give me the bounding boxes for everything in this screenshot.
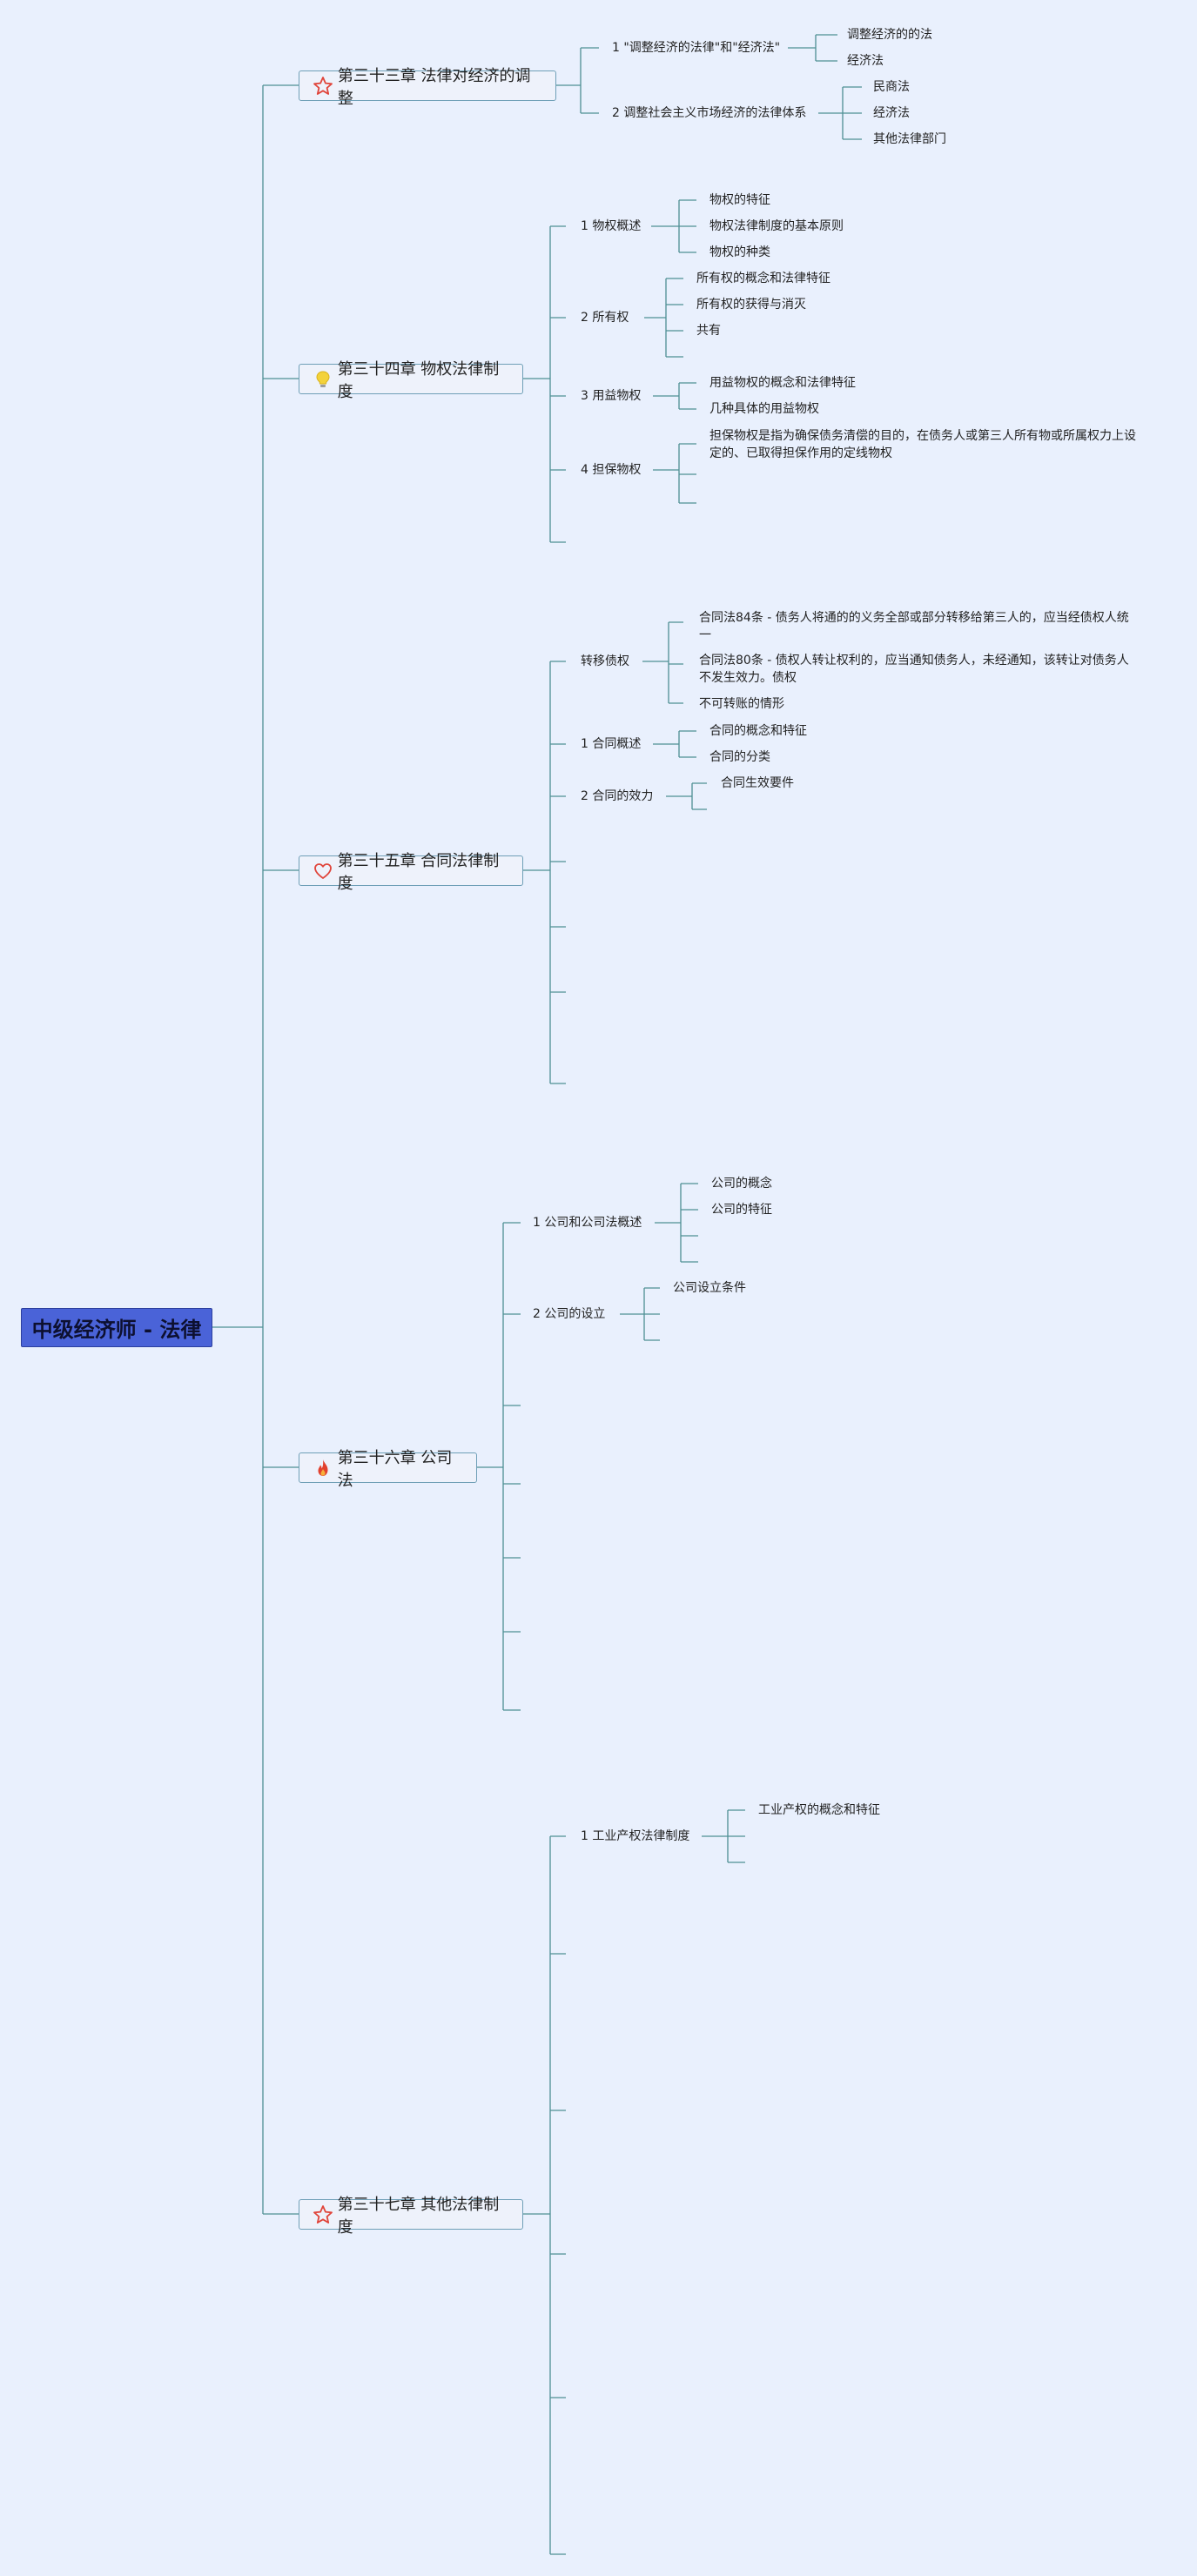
leaf-item[interactable]: 其他法律部门 xyxy=(873,132,946,146)
leaf-item[interactable]: 不可转账的情形 xyxy=(699,697,784,711)
leaf-item[interactable]: 民商法 xyxy=(873,80,910,94)
chapter-title: 第三十三章 法律对经济的调整 xyxy=(337,66,531,108)
leaf-item[interactable]: 物权的种类 xyxy=(709,245,770,259)
chapter-title: 第三十四章 物权法律制度 xyxy=(337,359,500,401)
section-label[interactable]: 1 工业产权法律制度 xyxy=(581,1829,690,1843)
section-label[interactable]: 1 合同概述 xyxy=(581,737,642,751)
leaf-item[interactable]: 用益物权的概念和法律特征 xyxy=(709,376,856,390)
leaf-item[interactable]: 物权法律制度的基本原则 xyxy=(709,219,844,233)
leaf-item[interactable]: 合同法84条 - 债务人将通的的义务全部或部分转移给第三人的，应当经债权人统一 xyxy=(699,611,1129,642)
section-label[interactable]: 1 公司和公司法概述 xyxy=(533,1216,642,1230)
section-label[interactable]: 2 所有权 xyxy=(581,311,629,325)
section-label[interactable]: 4 担保物权 xyxy=(581,463,642,477)
section-label[interactable]: 1 物权概述 xyxy=(581,219,642,233)
leaf-item[interactable]: 工业产权的概念和特征 xyxy=(758,1803,880,1817)
section-label[interactable]: 2 公司的设立 xyxy=(533,1307,606,1321)
leaf-item[interactable]: 经济法 xyxy=(873,106,910,120)
root-topic[interactable]: 中级经济师 - 法律 xyxy=(21,1308,212,1347)
leaf-item[interactable]: 公司的概念 xyxy=(711,1177,772,1191)
lightbulb-icon xyxy=(312,369,334,390)
chapter-35-topic[interactable]: 第三十五章 合同法律制度 xyxy=(299,852,523,893)
leaf-item[interactable]: 合同的概念和特征 xyxy=(709,724,807,738)
section-label[interactable]: 1 "调整经济的法律"和"经济法" xyxy=(612,41,781,55)
section-label[interactable]: 转移债权 xyxy=(581,654,629,668)
leaf-item[interactable]: 公司设立条件 xyxy=(673,1281,746,1295)
heart-icon xyxy=(312,861,334,882)
section-label[interactable]: 2 合同的效力 xyxy=(581,789,654,803)
chapter-36-topic[interactable]: 第三十六章 公司法 xyxy=(299,1449,477,1490)
leaf-item[interactable]: 合同的分类 xyxy=(709,750,770,764)
leaf-item[interactable]: 合同生效要件 xyxy=(721,776,794,790)
chapter-34-topic[interactable]: 第三十四章 物权法律制度 xyxy=(299,360,523,401)
chapter-title: 第三十六章 公司法 xyxy=(337,1448,453,1490)
leaf-item[interactable]: 公司的特征 xyxy=(711,1203,772,1217)
leaf-item[interactable]: 所有权的获得与消灭 xyxy=(696,298,806,312)
star-icon xyxy=(312,2204,334,2225)
leaf-item[interactable]: 物权的特征 xyxy=(709,193,770,207)
chapter-37-topic[interactable]: 第三十七章 其他法律制度 xyxy=(299,2196,523,2237)
leaf-item[interactable]: 担保物权是指为确保债务清偿的目的，在债务人或第三人所有物或所属权力上设定的、已取… xyxy=(709,429,1136,460)
leaf-item[interactable]: 合同法80条 - 债权人转让权利的，应当通知债务人，未经通知，该转让对债务人不发… xyxy=(699,654,1129,685)
leaf-item[interactable]: 经济法 xyxy=(847,54,884,68)
fire-icon xyxy=(312,1458,334,1479)
chapter-title: 第三十七章 其他法律制度 xyxy=(337,2195,500,2237)
leaf-item[interactable]: 几种具体的用益物权 xyxy=(709,402,819,416)
leaf-item[interactable]: 所有权的概念和法律特征 xyxy=(696,272,831,285)
chapter-33-topic[interactable]: 第三十三章 法律对经济的调整 xyxy=(299,67,556,108)
leaf-item[interactable]: 共有 xyxy=(696,324,721,338)
section-label[interactable]: 2 调整社会主义市场经济的法律体系 xyxy=(612,106,807,120)
section-label[interactable]: 3 用益物权 xyxy=(581,389,642,403)
leaf-item[interactable]: 调整经济的的法 xyxy=(847,28,932,42)
chapter-title: 第三十五章 合同法律制度 xyxy=(337,851,500,893)
star-icon xyxy=(312,76,334,97)
